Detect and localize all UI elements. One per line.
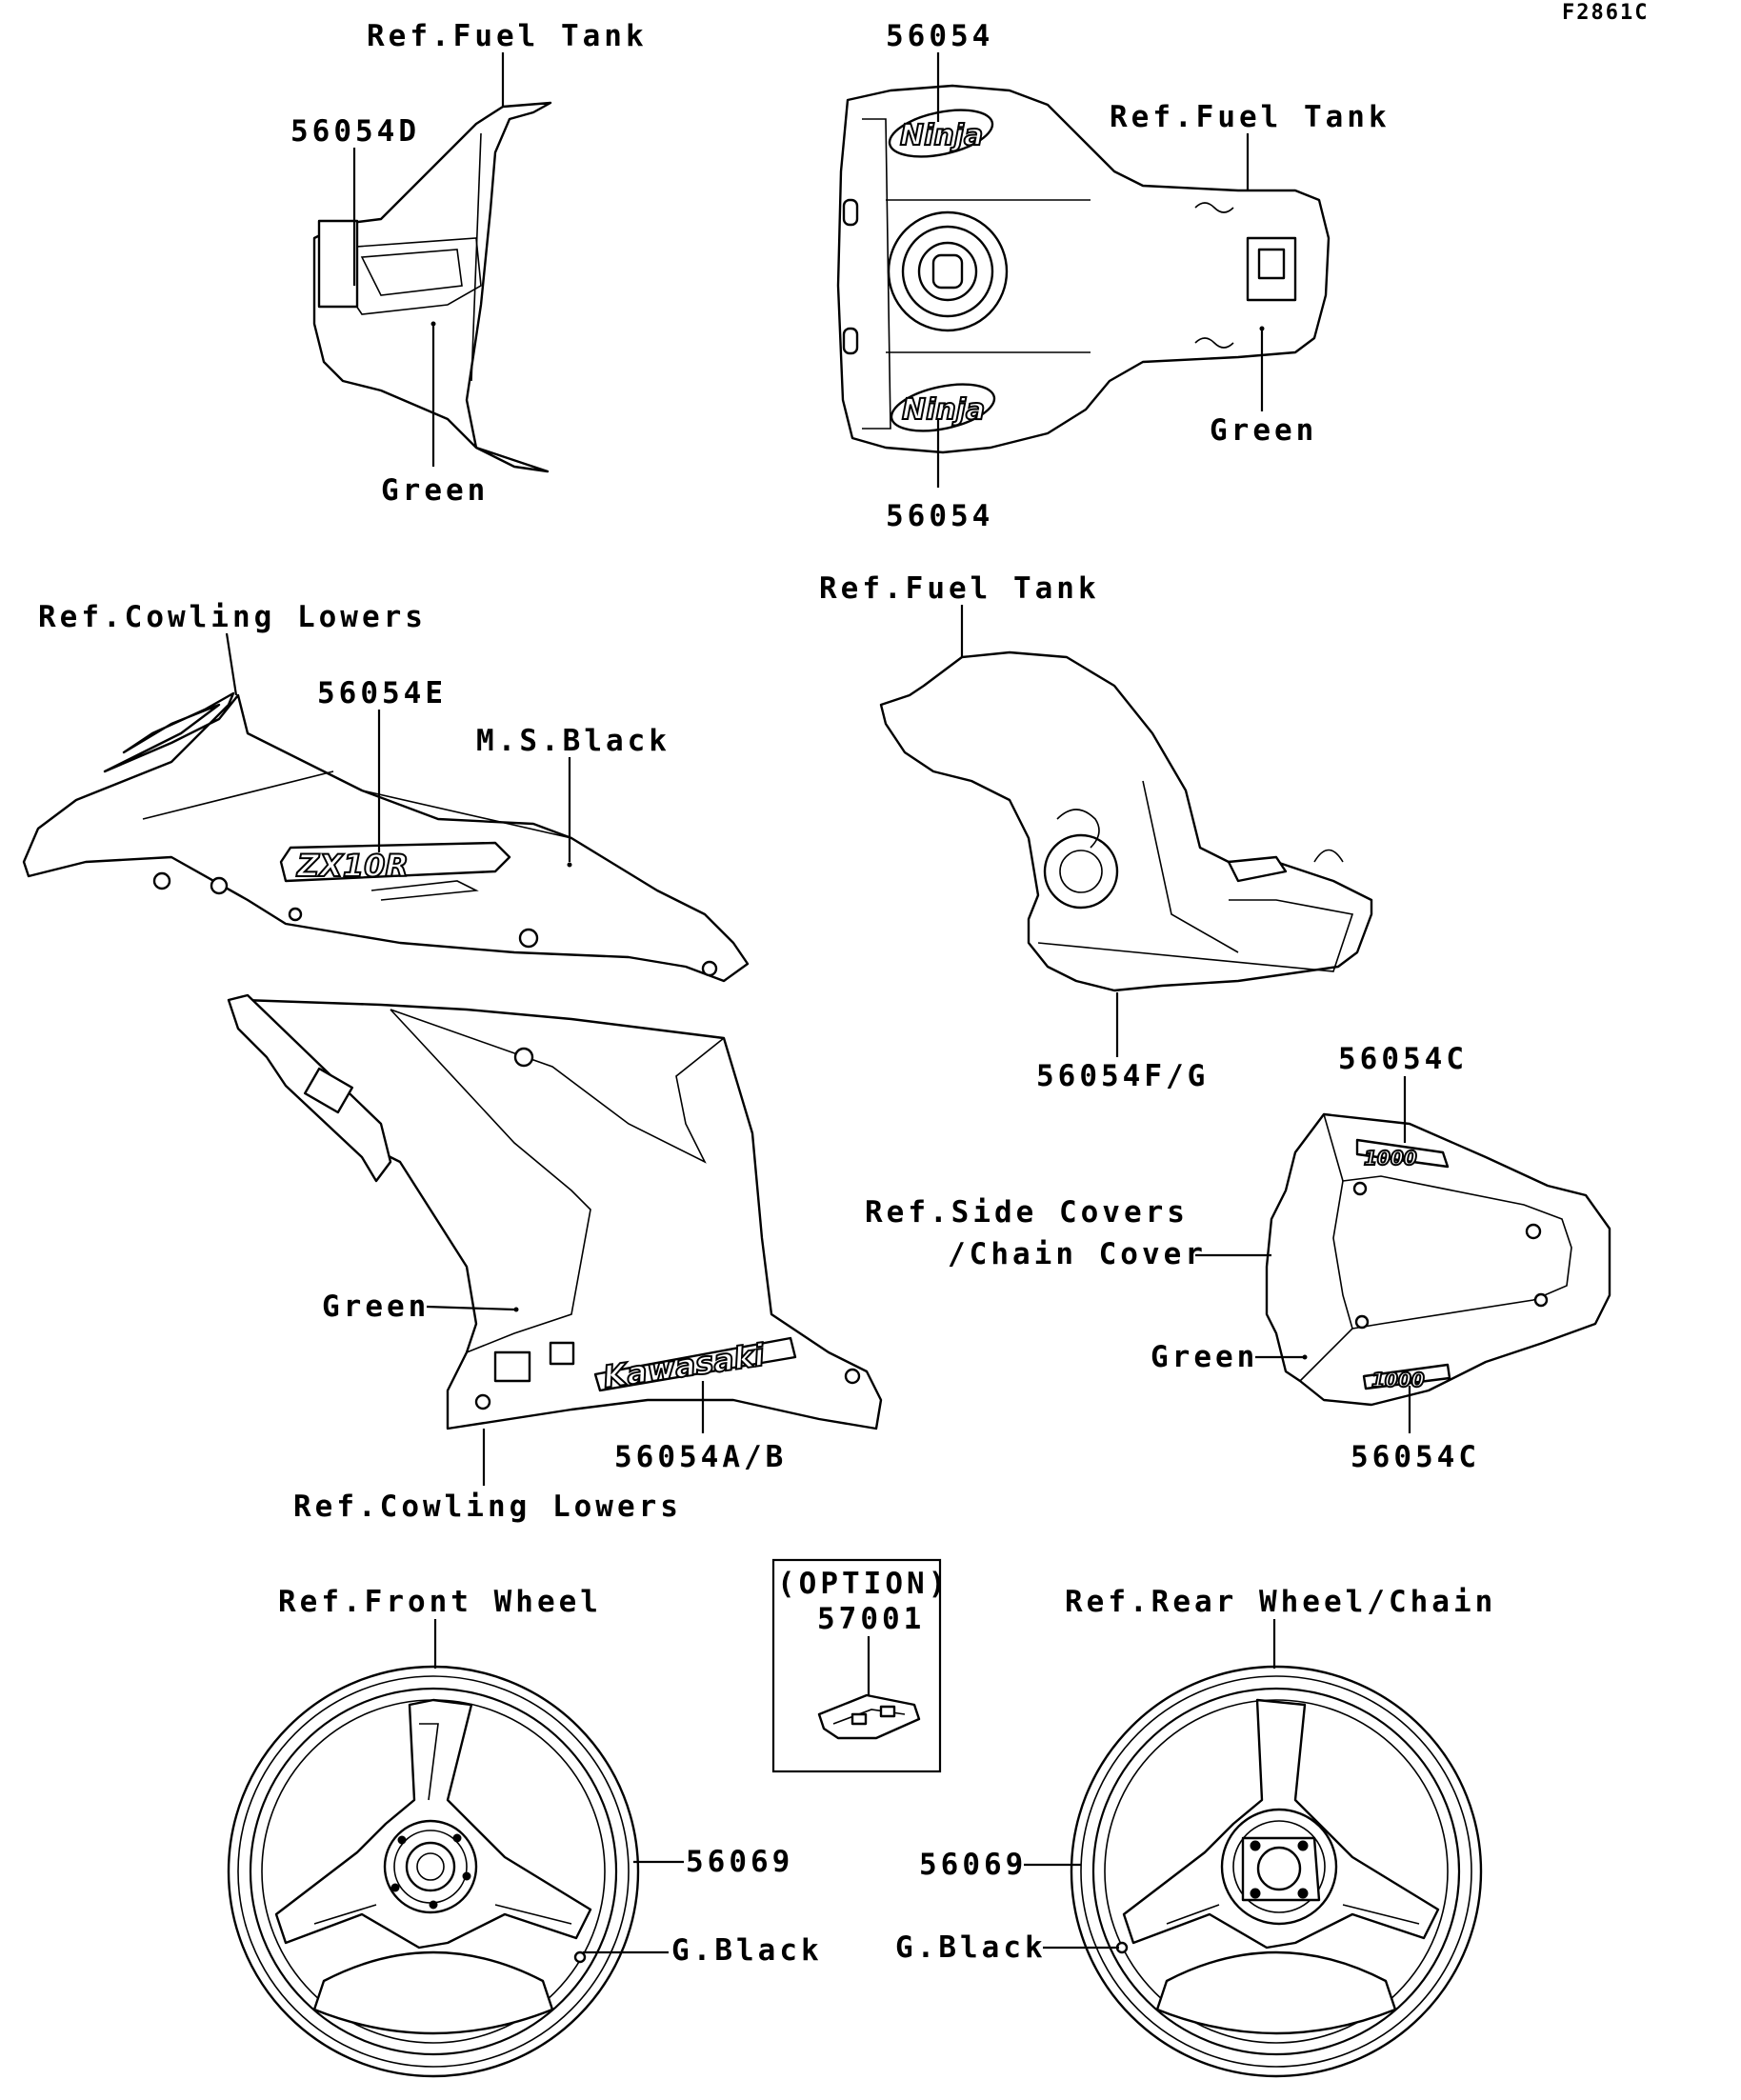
lower-cowl-part: Kawasaki [227,993,883,1430]
fuel-tank-side-part [879,650,1373,992]
label-56054D: 56054D [290,114,420,149]
front-wheel-part [227,1665,640,2078]
decal-ninja-bottom: Ninja [902,393,985,427]
decal-1000-top: 1000 [1364,1147,1417,1170]
fuel-tank-top-part: Ninja Ninja [836,84,1331,454]
rear-wheel-part [1070,1665,1483,2078]
label-56054C-top: 56054C [1338,1042,1468,1076]
seat-cowl-part: 1000 1000 [1265,1112,1611,1407]
label-56054C-bottom: 56054C [1351,1440,1480,1474]
label-ref-fuel-tank-3: Ref.Fuel Tank [819,571,1100,606]
label-56054FG: 56054F/G [1036,1059,1209,1093]
decal-1000-bottom: 1000 [1371,1369,1425,1391]
label-56054-bottom: 56054 [886,499,993,533]
decal-zx10r: ZX10R [296,848,409,884]
label-chain-cover: /Chain Cover [948,1237,1207,1271]
label-ref-fuel-tank-2: Ref.Fuel Tank [1110,100,1391,134]
label-ref-rear-wheel: Ref.Rear Wheel/Chain [1065,1585,1496,1619]
tank-cover-part [312,101,552,473]
label-option: (OPTION) [777,1567,950,1601]
label-56054-top: 56054 [886,19,993,53]
label-56069-rear: 56069 [919,1848,1027,1882]
label-green-1: Green [381,473,489,508]
label-green-4: Green [1151,1340,1258,1374]
label-gblack-rear: G.Black [895,1930,1047,1965]
decal-ninja-top: Ninja [900,119,983,152]
label-56054AB: 56054A/B [614,1440,787,1474]
label-green-3: Green [322,1290,430,1324]
label-ref-front-wheel: Ref.Front Wheel [278,1585,602,1619]
tool-part [817,1693,921,1740]
label-ref-fuel-tank-1: Ref.Fuel Tank [367,19,648,53]
label-57001: 57001 [817,1602,925,1636]
upper-cowl-part: ZX10R [22,691,750,983]
label-56054E: 56054E [317,676,447,710]
label-ref-cowling-lowers-1: Ref.Cowling Lowers [38,600,427,634]
label-ref-cowling-lowers-2: Ref.Cowling Lowers [293,1490,682,1524]
label-green-2: Green [1210,413,1317,448]
label-56069-front: 56069 [686,1845,793,1879]
figure-id: F2861C [1562,1,1649,25]
label-ref-side-covers: Ref.Side Covers [865,1195,1189,1230]
label-gblack-front: G.Black [671,1933,823,1968]
option-box [771,1558,942,1773]
label-ms-black: M.S.Black [476,724,670,758]
